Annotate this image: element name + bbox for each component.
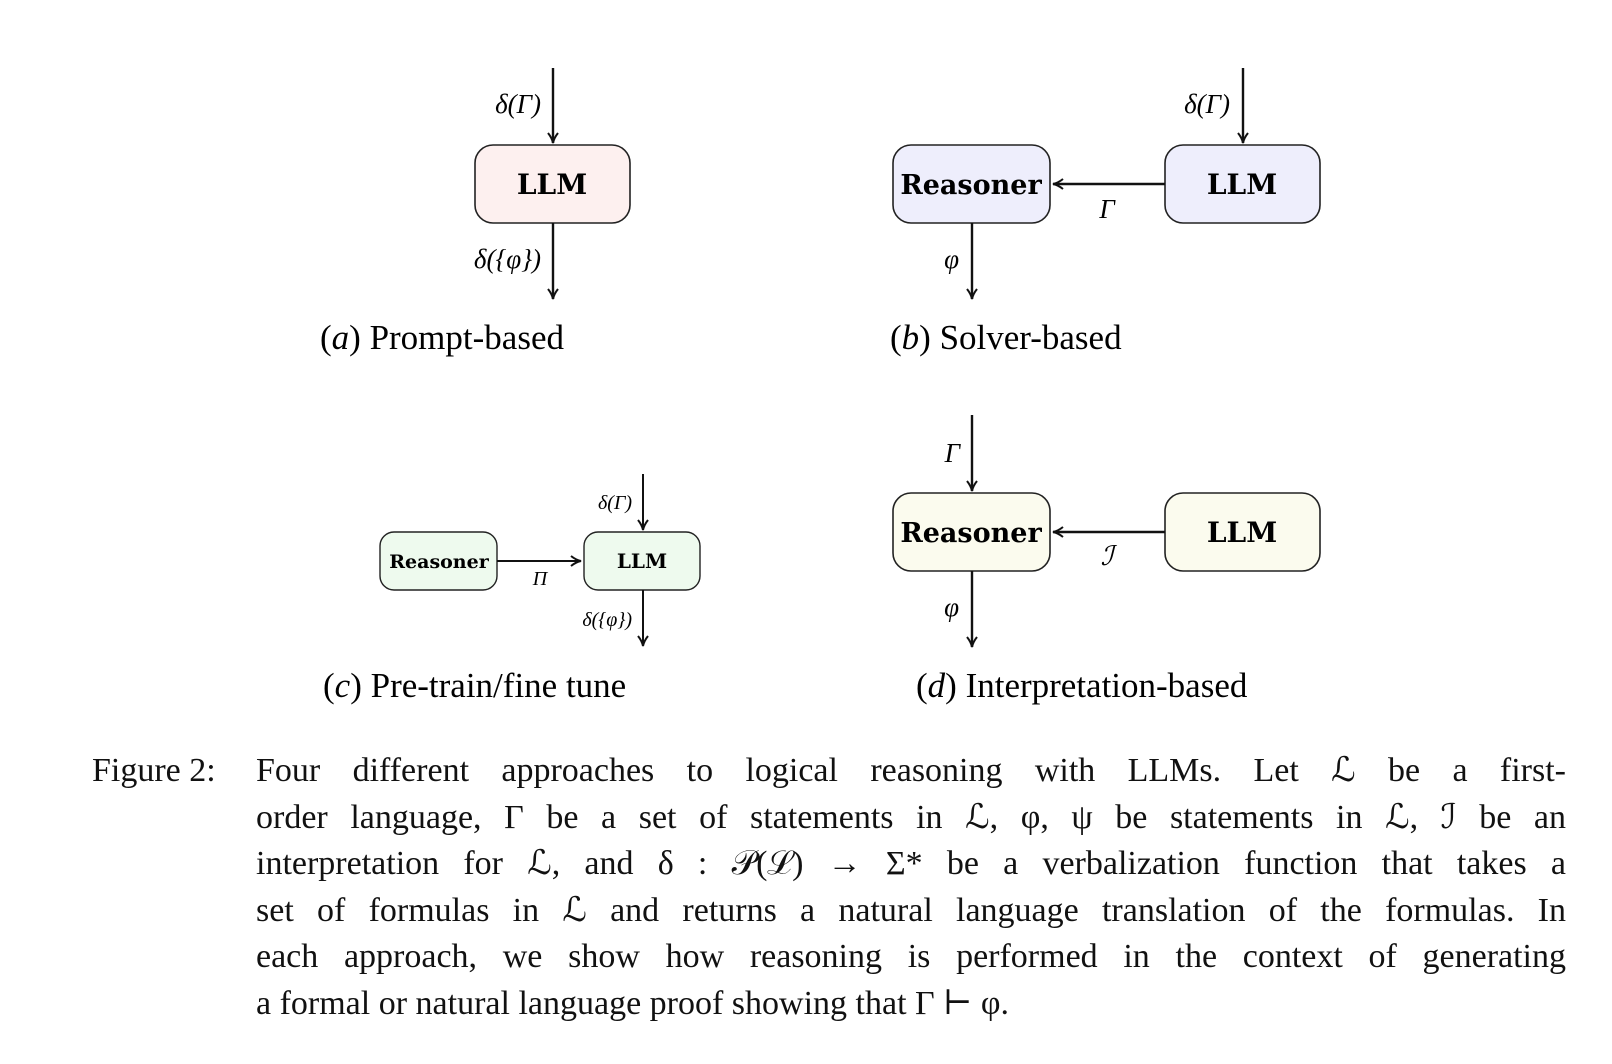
reasoner-box-label: Reasoner xyxy=(900,518,1042,549)
edge-label-delta-phi: δ({φ}) xyxy=(474,244,541,274)
edge-label-gamma: Γ xyxy=(1098,194,1116,224)
caption-line: interpretation for ℒ, and δ : 𝒫(ℒ) → Σ* … xyxy=(256,845,1566,882)
edge-label-gamma: Γ xyxy=(944,438,962,468)
panel-a-prompt-based: δ(Γ) LLM δ({φ}) (a) Prompt-based xyxy=(320,68,631,357)
edge-label-pi: Π xyxy=(532,568,549,590)
edge-label-delta-gamma: δ(Γ) xyxy=(598,492,632,514)
reasoner-box-label: Reasoner xyxy=(389,551,489,573)
caption-body: Four different approaches to logical rea… xyxy=(256,748,1566,1027)
panel-d-interpretation-based: Γ Reasoner LLM ℐ φ (d) Interpretation-ba… xyxy=(892,415,1321,705)
edge-label-interpretation: ℐ xyxy=(1101,541,1118,571)
figure-label: Figure 2: xyxy=(92,752,216,789)
caption-line: set of formulas in ℒ and returns a natur… xyxy=(256,891,1566,929)
edge-label-delta-gamma: δ(Γ) xyxy=(1184,89,1230,119)
edge-label-phi: φ xyxy=(944,244,959,274)
llm-box-label: LLM xyxy=(517,168,587,201)
panel-c-pretrain-finetune: Reasoner Π LLM δ(Γ) δ({φ}) (c) Pre-train… xyxy=(323,474,701,705)
caption-line: each approach, we show how reasoning is … xyxy=(256,938,1566,975)
caption-line: order language, Γ be a set of statements… xyxy=(256,798,1566,836)
edge-label-phi: φ xyxy=(944,592,959,622)
subcaption-a: (a) Prompt-based xyxy=(320,318,564,357)
figure-diagram: δ(Γ) LLM δ({φ}) (a) Prompt-based Reasone… xyxy=(320,68,1321,705)
caption-line: Four different approaches to logical rea… xyxy=(256,752,1566,789)
subcaption-c: (c) Pre-train/fine tune xyxy=(323,666,626,705)
llm-box-label: LLM xyxy=(1207,168,1277,201)
edge-label-delta-phi: δ({φ}) xyxy=(582,609,632,631)
caption-line: a formal or natural language proof showi… xyxy=(256,984,1010,1022)
llm-box-label: LLM xyxy=(617,549,667,573)
edge-label-delta-gamma: δ(Γ) xyxy=(495,89,541,119)
panel-b-solver-based: Reasoner LLM δ(Γ) Γ φ (b) Solver-based xyxy=(890,68,1321,357)
reasoner-box-label: Reasoner xyxy=(900,170,1042,201)
llm-box-label: LLM xyxy=(1207,516,1277,549)
subcaption-d: (d) Interpretation-based xyxy=(916,666,1248,705)
subcaption-b: (b) Solver-based xyxy=(890,318,1122,357)
